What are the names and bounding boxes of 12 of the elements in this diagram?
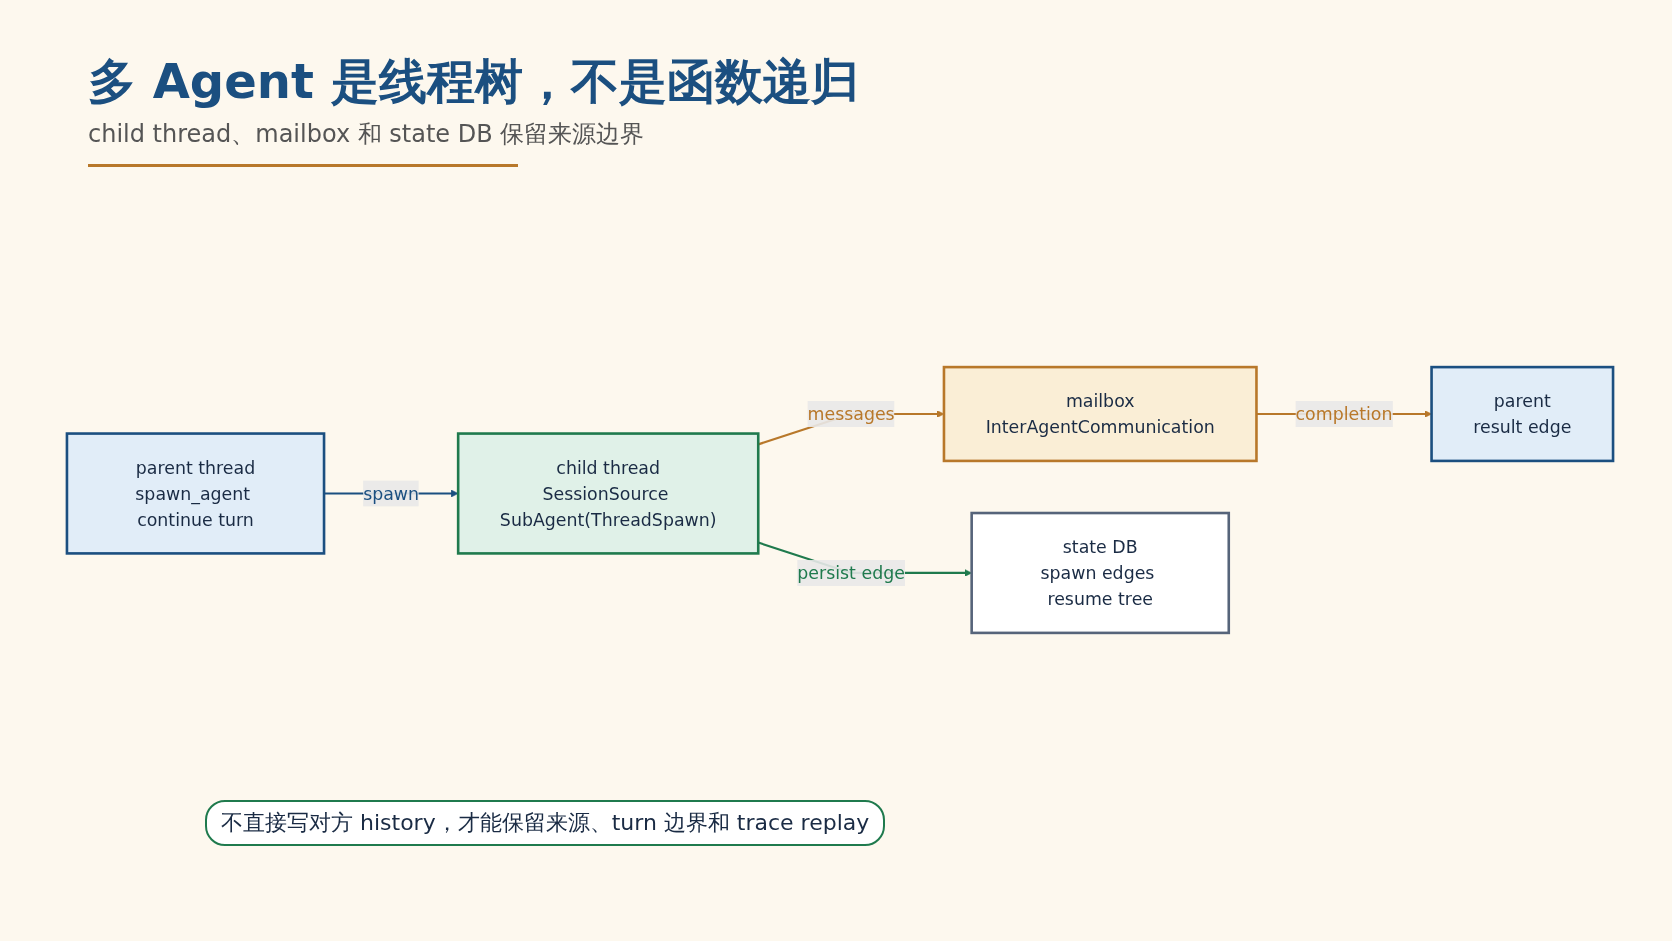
subtitle: child thread、mailbox 和 state DB 保留来源边界: [88, 119, 646, 150]
node-box: child thread SessionSource SubAgent(ThreadSpawn): [456, 432, 760, 555]
node-box: parent result edge: [1430, 365, 1615, 463]
title: 多 Agent 是线程树，不是函数递归: [88, 52, 859, 111]
note: 不直接写对方 history，才能保留来源、turn 边界和 trace replay: [205, 800, 886, 846]
edge-label: spawn: [363, 483, 420, 504]
node-box: state DB spawn edges resume tree: [970, 511, 1231, 635]
edge-label: messages: [807, 403, 895, 425]
node-box: parent thread spawn_agent continue turn: [65, 432, 326, 555]
edge-label: completion: [1295, 403, 1393, 425]
edge-label: persist edge: [797, 562, 905, 584]
node-box: mailbox InterAgentCommunication: [942, 365, 1258, 463]
